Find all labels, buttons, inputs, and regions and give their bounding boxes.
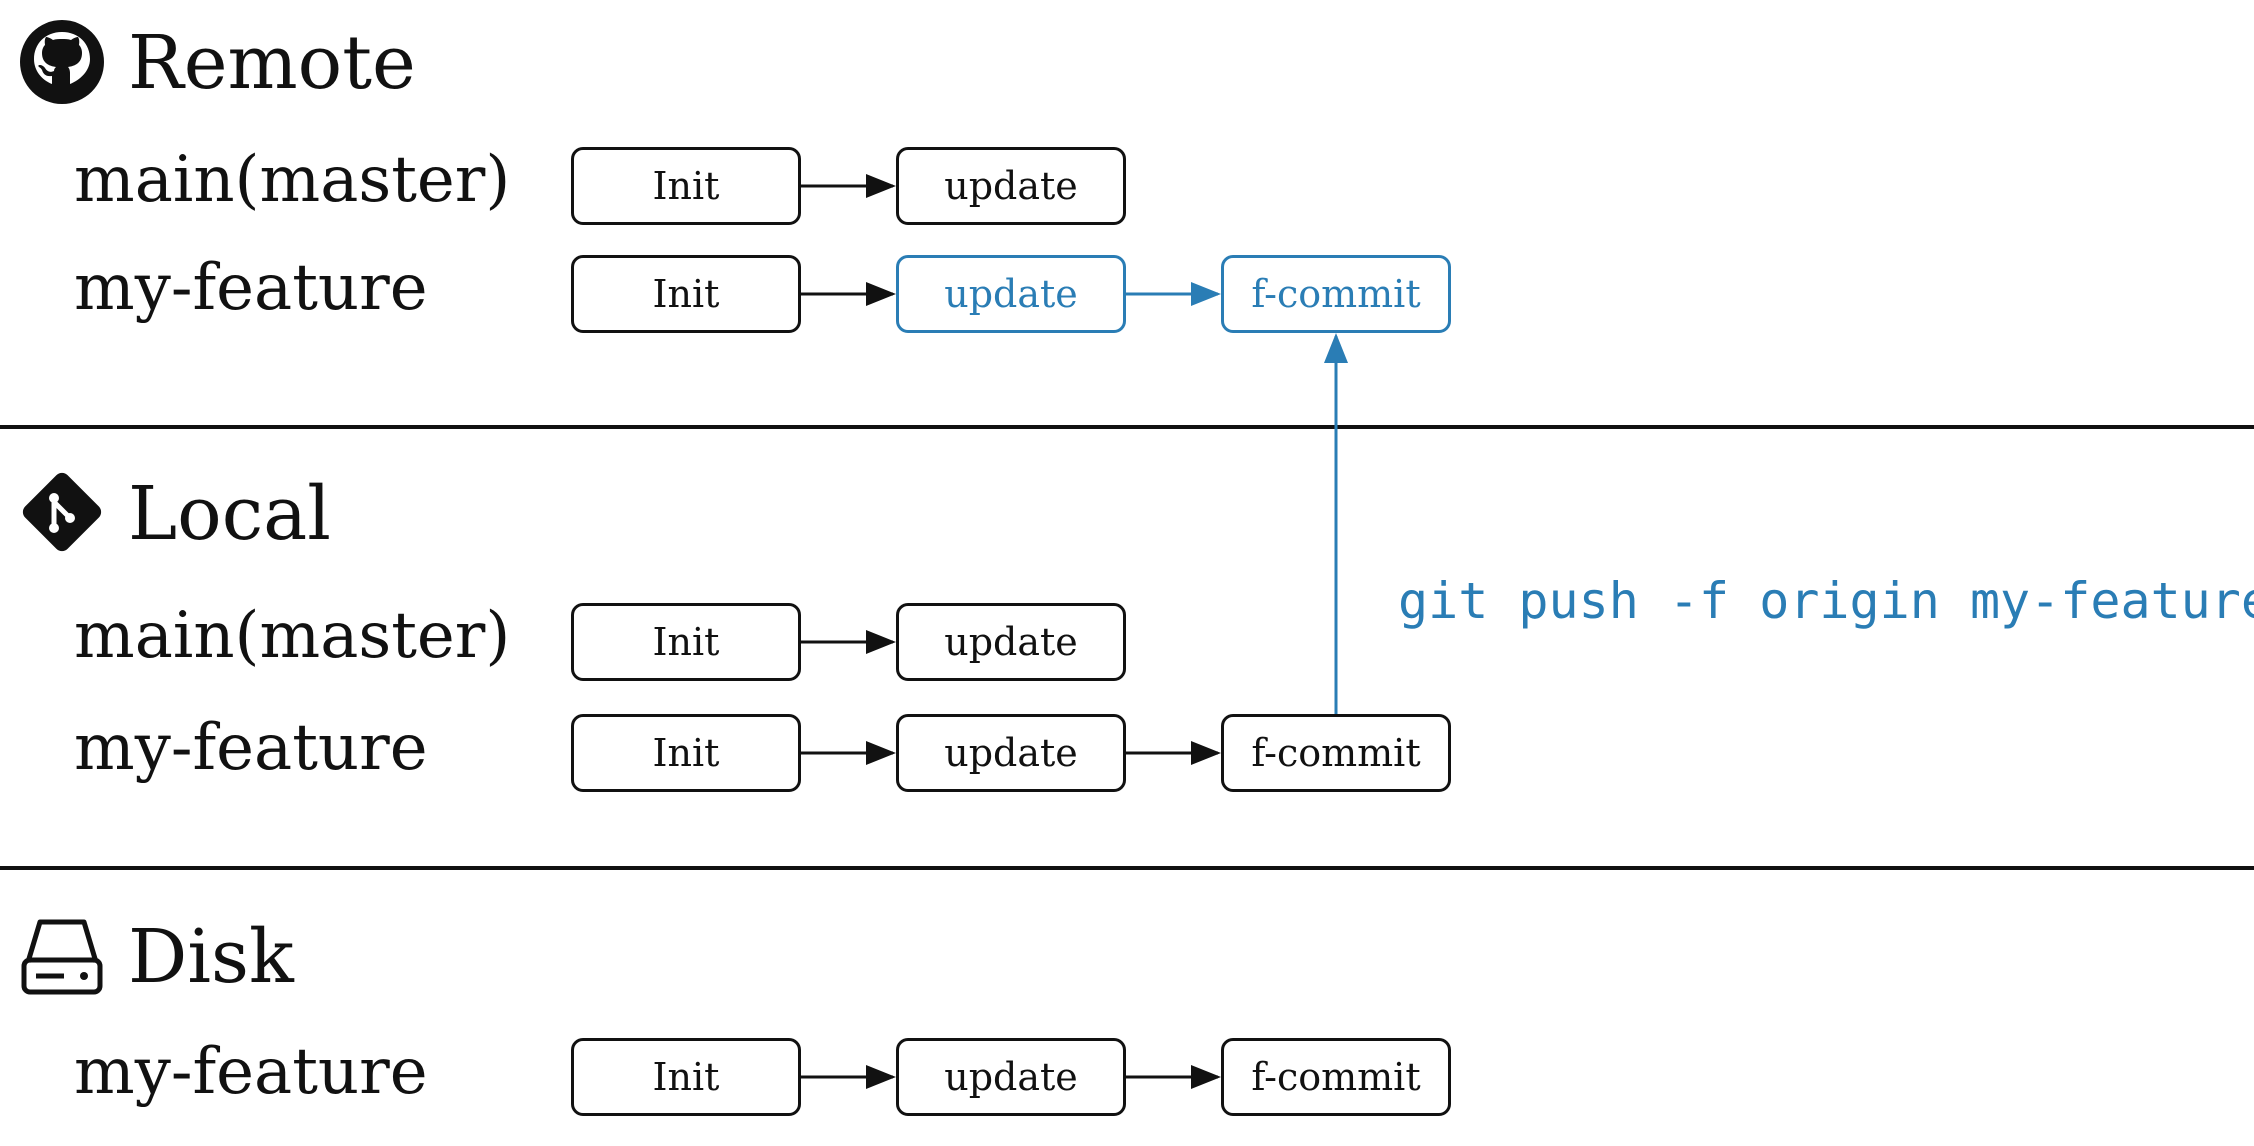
divider-remote-local (0, 425, 2254, 429)
remote-title: Remote (128, 20, 416, 106)
remote-feature-label: my-feature (74, 251, 428, 325)
local-main-commit-init: Init (571, 603, 801, 681)
local-feature-commit-update: update (896, 714, 1126, 792)
git-icon (18, 468, 106, 556)
disk-feature-commit-f-commit: f-commit (1221, 1038, 1451, 1116)
remote-feature-commit-f-commit: f-commit (1221, 255, 1451, 333)
local-title: Local (128, 471, 331, 557)
disk-title: Disk (128, 914, 294, 1000)
remote-feature-commit-init: Init (571, 255, 801, 333)
git-push-command: git push -f origin my-feature (1398, 572, 2254, 630)
local-feature-label: my-feature (74, 711, 428, 785)
local-feature-commit-f-commit: f-commit (1221, 714, 1451, 792)
remote-main-commit-update: update (896, 147, 1126, 225)
hard-drive-icon (18, 912, 106, 1000)
github-icon (18, 18, 106, 106)
remote-main-label: main(master) (74, 143, 511, 217)
disk-feature-label: my-feature (74, 1035, 428, 1109)
local-main-label: main(master) (74, 599, 511, 673)
divider-local-disk (0, 866, 2254, 870)
disk-feature-commit-update: update (896, 1038, 1126, 1116)
remote-feature-commit-update: update (896, 255, 1126, 333)
local-main-commit-update: update (896, 603, 1126, 681)
disk-feature-commit-init: Init (571, 1038, 801, 1116)
local-feature-commit-init: Init (571, 714, 801, 792)
remote-main-commit-init: Init (571, 147, 801, 225)
